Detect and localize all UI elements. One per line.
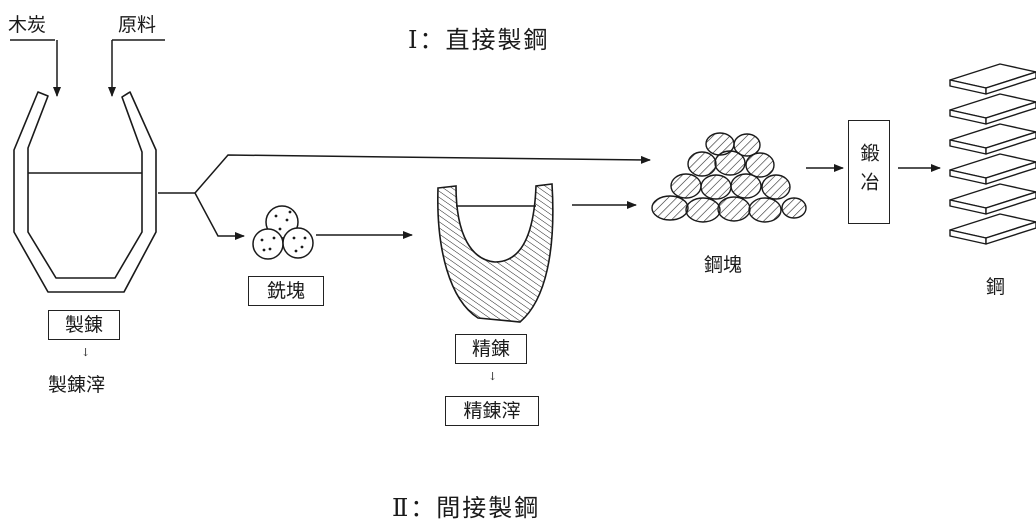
indirect-steelmaking-title: Ⅱ：間接製鋼 bbox=[392, 494, 541, 522]
steel-label: 鋼 bbox=[986, 276, 1006, 298]
steel-lump-pile-icon bbox=[651, 132, 807, 223]
pig-iron-box: 銑塊 bbox=[248, 276, 324, 306]
refining-slag-box: 精錬滓 bbox=[445, 396, 539, 426]
steel-plates-stack-icon bbox=[949, 63, 1036, 245]
refining-hearth-icon bbox=[437, 183, 554, 323]
charcoal-label: 木炭 bbox=[8, 14, 47, 36]
smelting-slag-arrow: ↓ bbox=[81, 346, 91, 359]
raw-material-input-arrow bbox=[108, 39, 165, 97]
raw-material-label: 原料 bbox=[118, 14, 157, 36]
smelting-box: 製錬 bbox=[48, 310, 120, 340]
refining-box: 精錬 bbox=[455, 334, 527, 364]
charcoal-input-arrow bbox=[10, 39, 61, 97]
smelting-furnace-icon bbox=[13, 91, 157, 293]
steel-lump-label: 鋼塊 bbox=[704, 254, 743, 276]
direct-steelmaking-title: Ⅰ：直接製鋼 bbox=[408, 26, 550, 54]
branch-lines bbox=[158, 154, 651, 240]
forging-box: 鍛冶 bbox=[848, 120, 890, 224]
refining-slag-arrow: ↓ bbox=[488, 370, 498, 383]
pig-iron-lumps-icon bbox=[252, 205, 314, 260]
smelting-slag-label: 製錬滓 bbox=[48, 374, 106, 396]
